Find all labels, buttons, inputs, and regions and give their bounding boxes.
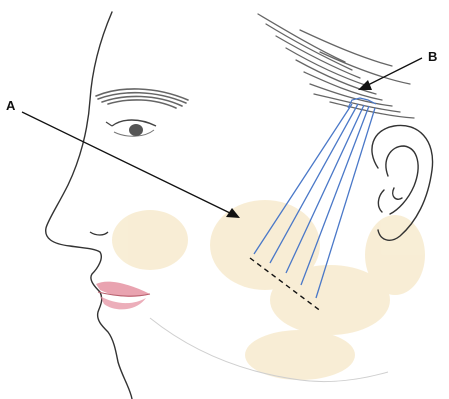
face-profile-outline [46,12,132,399]
arrow-b [358,58,422,90]
lips [96,282,150,310]
eye [106,120,156,136]
eyebrow [96,89,188,108]
label-a: A [6,98,16,113]
skin-shading [112,200,425,380]
nostril [90,232,108,235]
label-b: B [428,49,437,64]
hair [258,14,414,118]
